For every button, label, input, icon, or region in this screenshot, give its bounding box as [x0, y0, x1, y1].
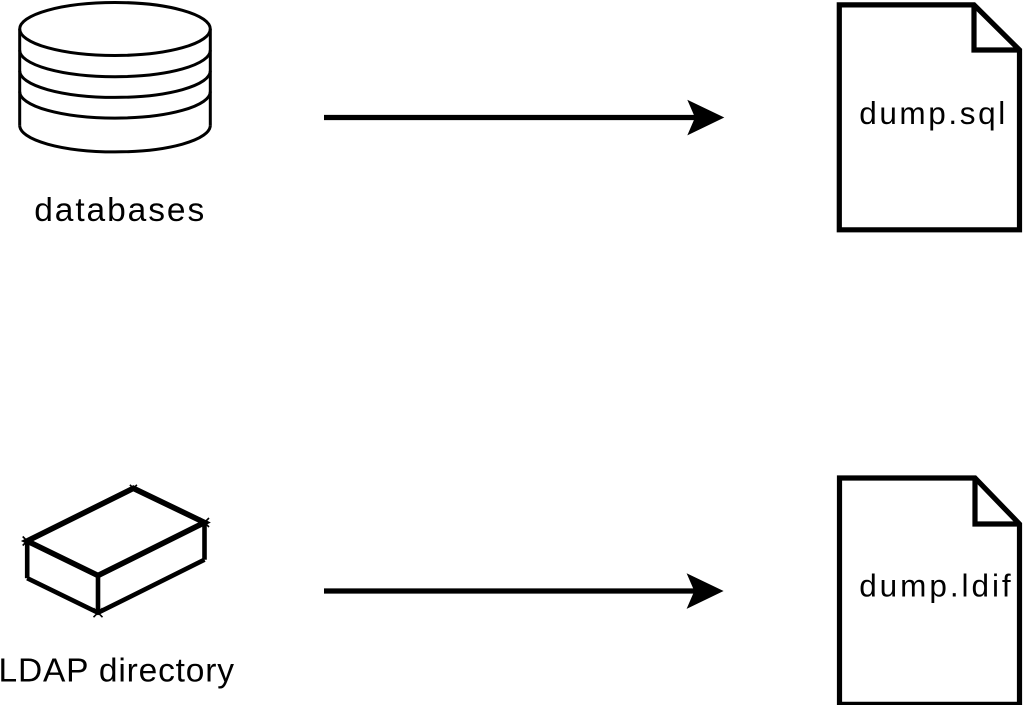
svg-text:dump.ldif: dump.ldif	[859, 568, 1011, 604]
svg-text:LDAP directory: LDAP directory	[0, 653, 234, 690]
svg-text:dump.sql: dump.sql	[859, 95, 1005, 131]
svg-text:databases: databases	[34, 192, 204, 229]
